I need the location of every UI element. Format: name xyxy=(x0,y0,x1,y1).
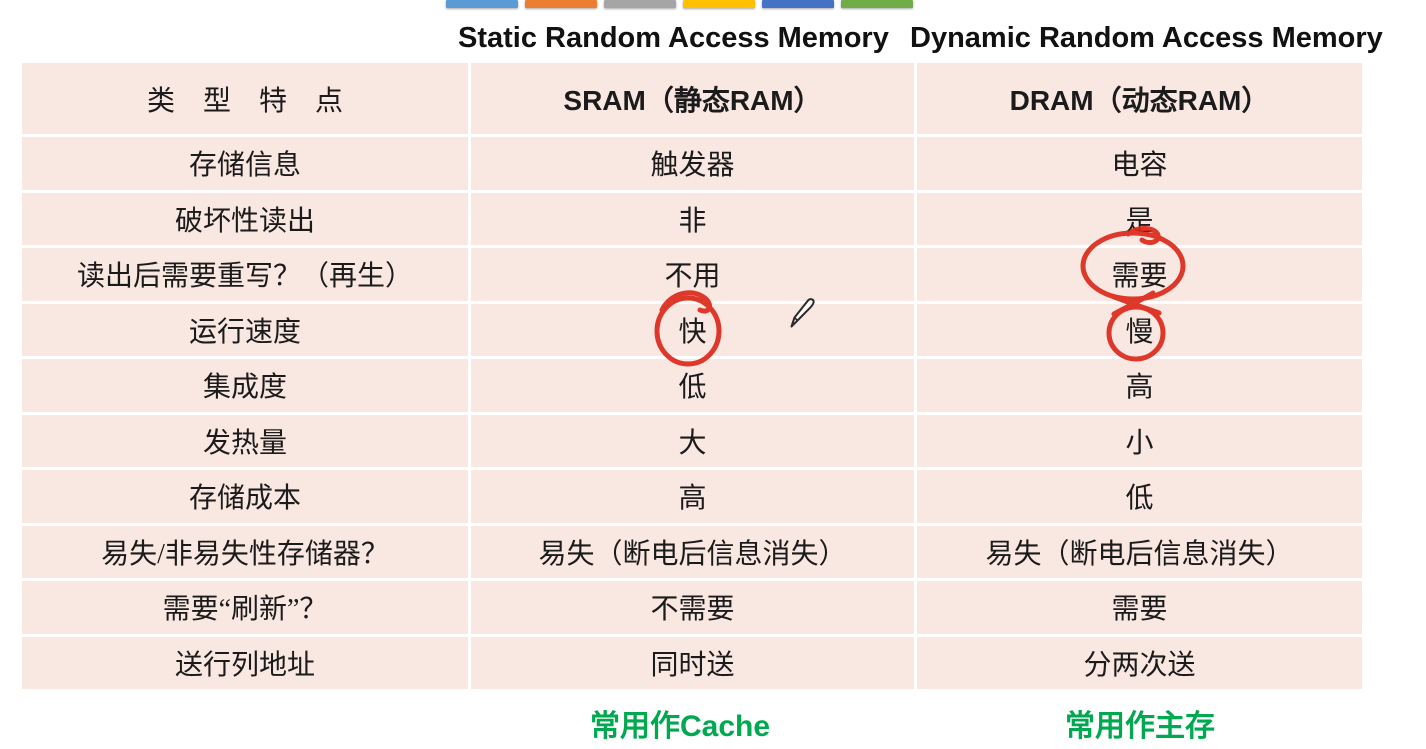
row-sram-value: 同时送 xyxy=(471,636,914,689)
row-dram-value: 低 xyxy=(917,470,1362,523)
row-dram-value-circled: 需要 xyxy=(917,248,1362,301)
sram-dram-comparison-table: 类 型 特 点 SRAM（静态RAM） DRAM（动态RAM） 存储信息 触发器… xyxy=(22,63,1362,689)
row-feature: 读出后需要重写？（再生） xyxy=(22,248,468,301)
table-header-sram: SRAM（静态RAM） xyxy=(471,63,914,134)
row-feature: 易失/非易失性存储器？ xyxy=(22,525,468,578)
theme-bar-green xyxy=(841,0,913,8)
row-feature: 送行列地址 xyxy=(22,636,468,689)
theme-bar-yellow xyxy=(683,0,755,8)
sram-column-title: Static Random Access Memory xyxy=(458,22,889,54)
row-sram-value: 触发器 xyxy=(471,137,914,190)
row-dram-value: 需要 xyxy=(917,581,1362,634)
row-dram-value: 易失（断电后信息消失） xyxy=(917,525,1362,578)
row-dram-value-circled: 慢 xyxy=(917,303,1362,356)
table-header-dram: DRAM（动态RAM） xyxy=(917,63,1362,134)
row-sram-value: 非 xyxy=(471,192,914,245)
table-header-feature: 类 型 特 点 xyxy=(22,63,468,134)
row-dram-value: 分两次送 xyxy=(917,636,1362,689)
theme-bar-blue xyxy=(446,0,518,8)
row-sram-value: 不用 xyxy=(471,248,914,301)
row-feature: 存储信息 xyxy=(22,137,468,190)
row-feature: 集成度 xyxy=(22,359,468,412)
dram-column-title: Dynamic Random Access Memory xyxy=(910,22,1383,54)
row-feature: 需要“刷新”？ xyxy=(22,581,468,634)
row-dram-value: 小 xyxy=(917,414,1362,467)
theme-bar-orange xyxy=(525,0,597,8)
row-sram-value: 高 xyxy=(471,470,914,523)
dram-usage-label: 常用作主存 xyxy=(1065,710,1215,743)
theme-bar-darkblue xyxy=(762,0,834,8)
row-sram-value-circled: 快 xyxy=(471,303,914,356)
theme-bar-gray xyxy=(604,0,676,8)
row-dram-value: 电容 xyxy=(917,137,1362,190)
row-dram-value: 是 xyxy=(917,192,1362,245)
row-sram-value: 易失（断电后信息消失） xyxy=(471,525,914,578)
slide-theme-color-bars xyxy=(446,0,913,8)
row-feature: 发热量 xyxy=(22,414,468,467)
row-dram-value: 高 xyxy=(917,359,1362,412)
row-feature: 运行速度 xyxy=(22,303,468,356)
row-sram-value: 大 xyxy=(471,414,914,467)
row-sram-value: 低 xyxy=(471,359,914,412)
row-sram-value: 不需要 xyxy=(471,581,914,634)
sram-usage-label: 常用作Cache xyxy=(589,710,771,743)
row-feature: 存储成本 xyxy=(22,470,468,523)
row-feature: 破坏性读出 xyxy=(22,192,468,245)
